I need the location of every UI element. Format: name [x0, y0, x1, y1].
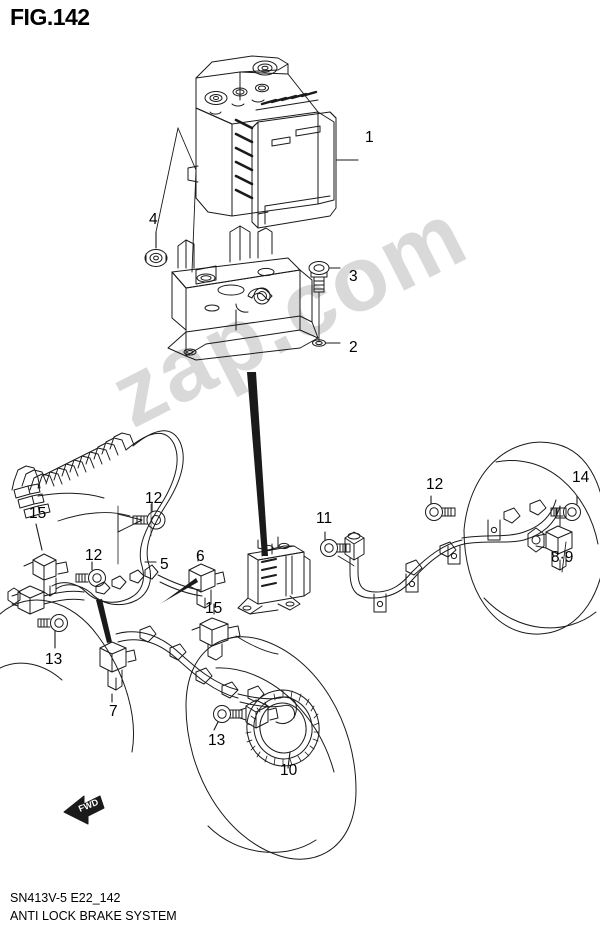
callout-12-right: 12	[426, 476, 444, 493]
callout-5: 5	[160, 556, 169, 573]
brake-pipe-part5	[51, 561, 203, 606]
wheel-sensor-center	[239, 699, 279, 729]
wheel-tire-right	[463, 441, 600, 635]
footer-assembly-name: ANTI LOCK BRAKE SYSTEM	[10, 909, 177, 923]
assembly-direction-pointer	[247, 372, 268, 556]
bolt-part13-left	[37, 614, 68, 649]
abs-hydraulic-unit-part1	[187, 55, 359, 229]
callout-10: 10	[280, 762, 298, 779]
callout-11: 11	[316, 510, 333, 527]
bolt-part12-right	[425, 495, 456, 521]
wheel-tire-center	[185, 636, 357, 860]
sensor-body-left	[7, 585, 85, 615]
wheel-tire-left	[0, 599, 135, 753]
fwd-direction-arrow: FWD	[63, 795, 105, 825]
sensor-clamp-part6	[160, 551, 226, 609]
cushion-part4	[144, 231, 168, 267]
callout-6: 6	[196, 548, 205, 565]
callout-4: 4	[149, 211, 158, 228]
callout-12-lower-left: 12	[85, 547, 103, 564]
right-harness-run	[349, 499, 561, 613]
callout-1: 1	[365, 129, 374, 146]
callout-12-upper-left: 12	[145, 490, 163, 507]
wheel-speed-sensor-part8-9	[527, 505, 573, 573]
callout-15-center: 15	[205, 600, 223, 617]
connector-nut-right	[344, 531, 365, 573]
bolt-part13-center	[213, 705, 243, 731]
callout-7: 7	[109, 703, 118, 720]
bolt-part12-upper-left	[117, 502, 166, 565]
bolt-part3	[308, 261, 341, 343]
callout-3: 3	[349, 268, 358, 285]
callout-13-left: 13	[45, 651, 63, 668]
callout-13-center: 13	[208, 732, 226, 749]
abs-unit-small-center	[237, 536, 311, 615]
callout-8-9: 8·9	[551, 549, 574, 566]
harness-clip-part15-left	[23, 512, 131, 597]
callout-15-left: 15	[29, 505, 47, 522]
abs-bracket-part2	[155, 127, 341, 361]
bolt-part11	[320, 531, 355, 567]
page-title: FIG.142	[10, 4, 90, 30]
callout-14: 14	[572, 469, 590, 486]
center-harness-run	[115, 625, 297, 725]
bolt-part12-lower-left	[75, 561, 106, 587]
coiled-harness	[11, 430, 184, 567]
footer-model-code: SN413V-5 E22_142	[10, 891, 121, 905]
wheel-speed-sensor-part7	[96, 599, 137, 703]
callout-2: 2	[349, 339, 358, 356]
